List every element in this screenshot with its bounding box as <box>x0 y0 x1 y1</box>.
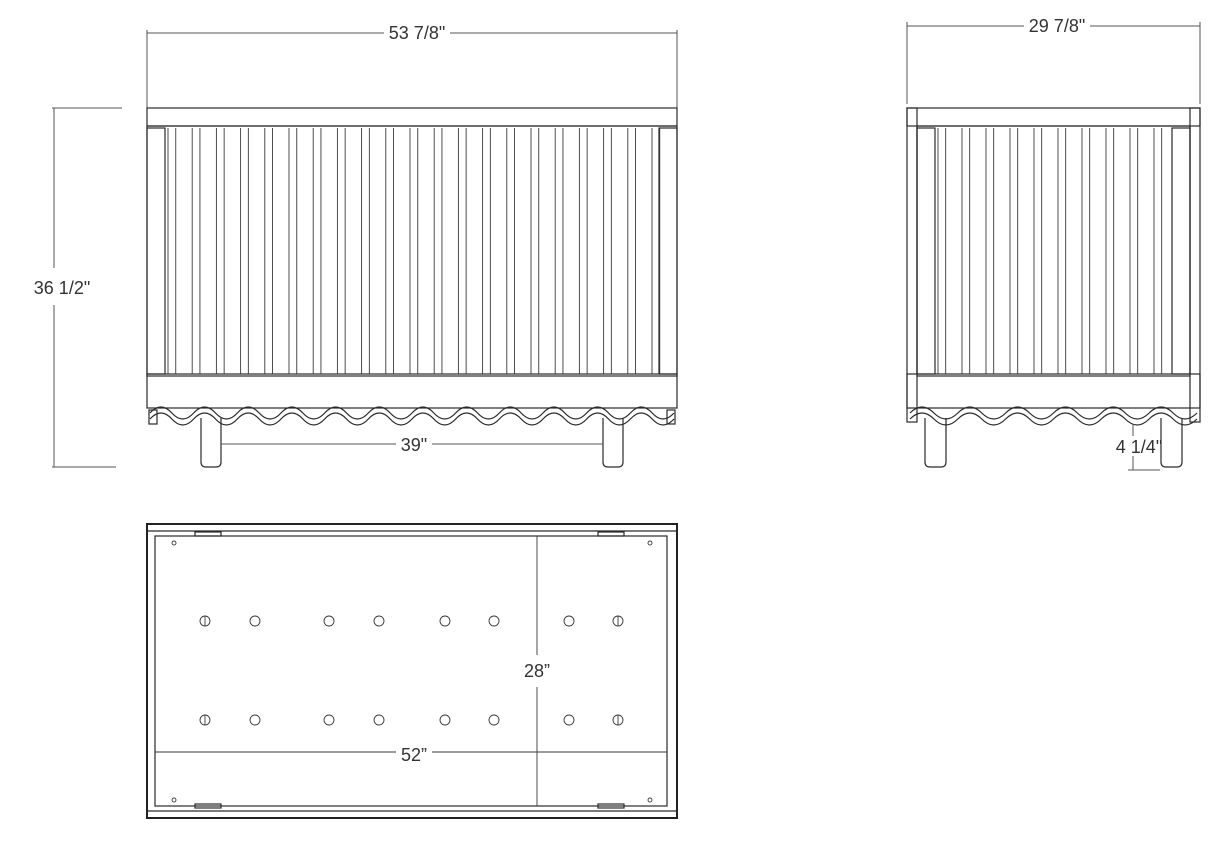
front-width-dimension: 53 7/8" <box>146 23 678 108</box>
side-case <box>916 125 1191 377</box>
front-leg-span-label: 39" <box>401 435 427 455</box>
shelf-pin-hole <box>439 714 451 726</box>
front-scalloped-apron <box>149 406 675 426</box>
shelf-pin-hole <box>563 714 575 726</box>
top-hinge-br <box>597 803 625 809</box>
front-right-foot-block <box>666 409 676 425</box>
side-scalloped-apron <box>909 406 1198 426</box>
top-outer-frame <box>146 523 678 819</box>
side-depth-dimension: 29 7/8" <box>906 16 1201 104</box>
side-left-leg <box>924 418 947 468</box>
top-depth-dimension: 28” <box>524 536 550 806</box>
corner-screw-tr <box>647 540 653 546</box>
shelf-pin-hole <box>249 714 261 726</box>
side-right-leg <box>1160 418 1183 468</box>
side-right-stile <box>1171 127 1191 375</box>
front-left-foot-block <box>148 409 158 425</box>
shelf-pin-hole <box>373 615 385 627</box>
front-fluted-panel <box>167 128 661 374</box>
side-depth-label: 29 7/8" <box>1029 16 1085 36</box>
top-hinge-tr <box>597 531 625 537</box>
shelf-pin-hole <box>323 615 335 627</box>
shelf-pin-hole <box>563 615 575 627</box>
top-hinge-bl <box>194 803 222 809</box>
side-left-post <box>906 107 918 423</box>
front-right-stile <box>658 127 678 375</box>
front-leg-span-dimension: 39" <box>221 435 603 455</box>
side-leg-height-dimension: 4 1/4" <box>1116 424 1162 471</box>
front-right-leg <box>602 418 624 468</box>
shelf-pin-hole <box>488 615 500 627</box>
top-view: 28” 52” <box>146 523 678 819</box>
top-hinge-tl <box>194 531 222 537</box>
side-fluted-panel <box>937 128 1163 374</box>
front-top-panel <box>146 107 678 127</box>
front-height-label: 36 1/2" <box>34 278 90 298</box>
front-view: 53 7/8" 36 1/2" 39" <box>34 23 678 468</box>
front-case <box>146 125 678 377</box>
shelf-pin-hole <box>249 615 261 627</box>
top-width-dimension: 52” <box>155 745 667 765</box>
side-right-post <box>1189 107 1201 423</box>
front-height-dimension: 36 1/2" <box>34 107 122 468</box>
front-left-stile <box>146 127 166 375</box>
top-width-label: 52” <box>401 745 427 765</box>
side-top-panel <box>906 107 1201 127</box>
corner-screw-br <box>647 797 653 803</box>
side-left-stile <box>916 127 936 375</box>
side-view: 29 7/8" 4 1/4" <box>906 16 1201 471</box>
top-inner-frame <box>154 535 668 807</box>
corner-screw-bl <box>171 797 177 803</box>
shelf-pin-hole <box>323 714 335 726</box>
front-left-leg <box>200 418 222 468</box>
top-depth-label: 28” <box>524 661 550 681</box>
shelf-pin-holes <box>199 615 624 726</box>
corner-screw-tl <box>171 540 177 546</box>
front-width-label: 53 7/8" <box>389 23 445 43</box>
shelf-pin-hole <box>373 714 385 726</box>
side-base-rail <box>906 373 1201 409</box>
side-leg-height-label: 4 1/4" <box>1116 437 1162 457</box>
front-base-rail <box>146 373 678 409</box>
shelf-pin-hole <box>439 615 451 627</box>
shelf-pin-hole <box>488 714 500 726</box>
